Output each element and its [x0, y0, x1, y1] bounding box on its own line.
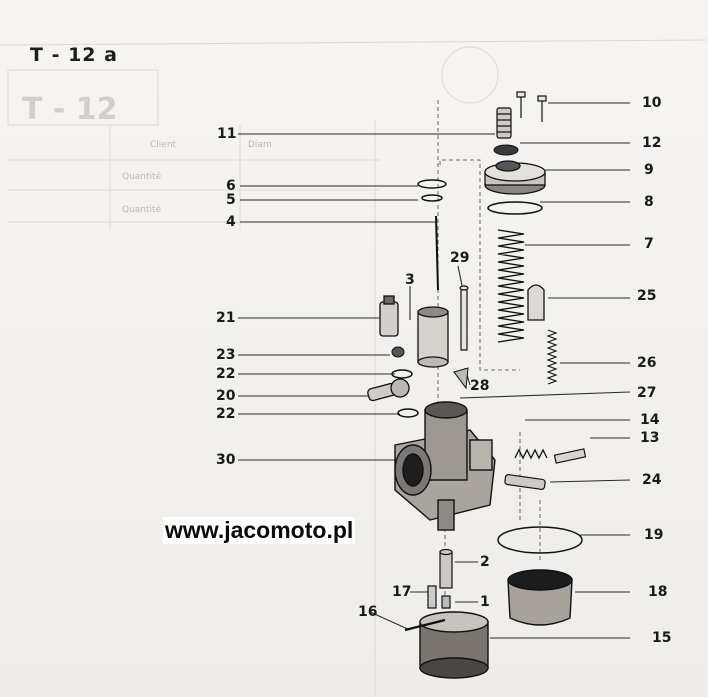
ghost-label-1: Client — [150, 140, 177, 150]
callout-10: 10 — [642, 95, 662, 111]
callout-1: 1 — [480, 594, 490, 610]
ghost-label-4: Quantité — [122, 205, 162, 215]
callout-22-bottom: 22 — [216, 406, 236, 422]
part-13-screw — [553, 448, 587, 464]
part-24-screw — [504, 474, 546, 490]
part-22-washer-top — [391, 369, 413, 379]
part-20-banjo — [367, 378, 410, 402]
ghost-table — [0, 39, 708, 697]
part-19-gasket — [497, 526, 583, 554]
part-25-cap — [527, 284, 545, 321]
callout-18: 18 — [648, 584, 668, 600]
callout-25: 25 — [637, 288, 657, 304]
part-6-ring — [417, 179, 447, 189]
callout-17: 17 — [392, 584, 412, 600]
ghost-big-code: T - 12 — [22, 92, 118, 127]
callout-24: 24 — [642, 472, 662, 488]
callout-6: 6 — [226, 178, 236, 194]
callout-27: 27 — [637, 385, 657, 401]
callout-2: 2 — [480, 554, 490, 570]
leader-lines — [238, 102, 631, 639]
callout-5: 5 — [226, 192, 236, 208]
callout-4: 4 — [226, 214, 236, 230]
callout-16: 16 — [358, 604, 378, 620]
part-2-jet — [439, 548, 453, 589]
part-7-spring — [497, 229, 525, 343]
part-26-spring — [546, 329, 558, 385]
part-5-ring — [421, 194, 443, 202]
callout-9: 9 — [644, 162, 654, 178]
callout-11: 11 — [217, 126, 237, 142]
part-12-nut — [493, 144, 519, 156]
callout-29: 29 — [450, 250, 470, 266]
ghost-label-2: Diam — [248, 140, 272, 150]
part-4-needle — [435, 215, 439, 291]
part-17-pin — [427, 585, 437, 609]
part-18-float-bowl — [507, 569, 573, 626]
part-30-carburetor-body — [394, 401, 496, 531]
callout-14: 14 — [640, 412, 660, 428]
callout-3: 3 — [405, 272, 415, 288]
callout-23: 23 — [216, 347, 236, 363]
part-14-spring — [514, 448, 548, 460]
callout-8: 8 — [644, 194, 654, 210]
part-21-fitting — [379, 295, 399, 337]
callout-21: 21 — [216, 310, 236, 326]
callout-30: 30 — [216, 452, 236, 468]
callout-22-top: 22 — [216, 366, 236, 382]
ghost-label-3: Quantité — [122, 172, 162, 182]
part-28-clip — [453, 367, 469, 390]
watermark-url: www.jacomoto.pl — [163, 517, 356, 544]
part-29-rod — [459, 285, 469, 351]
part-3-throttle-slide — [417, 306, 449, 368]
part-15-float — [419, 611, 489, 679]
callout-13: 13 — [640, 430, 660, 446]
callout-7: 7 — [644, 236, 654, 252]
callout-20: 20 — [216, 388, 236, 404]
part-8-gasket — [487, 201, 543, 215]
part-10-screws — [516, 91, 547, 122]
callout-28: 28 — [470, 378, 490, 394]
part-1-small-jet — [441, 595, 451, 609]
callout-15: 15 — [652, 630, 672, 646]
callout-26: 26 — [637, 355, 657, 371]
callout-19: 19 — [644, 527, 664, 543]
part-11-adjust-screw — [496, 107, 512, 139]
page-code: T - 12 a — [30, 44, 118, 66]
part-23-nut — [391, 346, 405, 358]
part-22-washer-bottom — [397, 408, 419, 418]
part-16-lever — [404, 618, 446, 632]
callout-12: 12 — [642, 135, 662, 151]
part-9-cap — [484, 160, 546, 195]
